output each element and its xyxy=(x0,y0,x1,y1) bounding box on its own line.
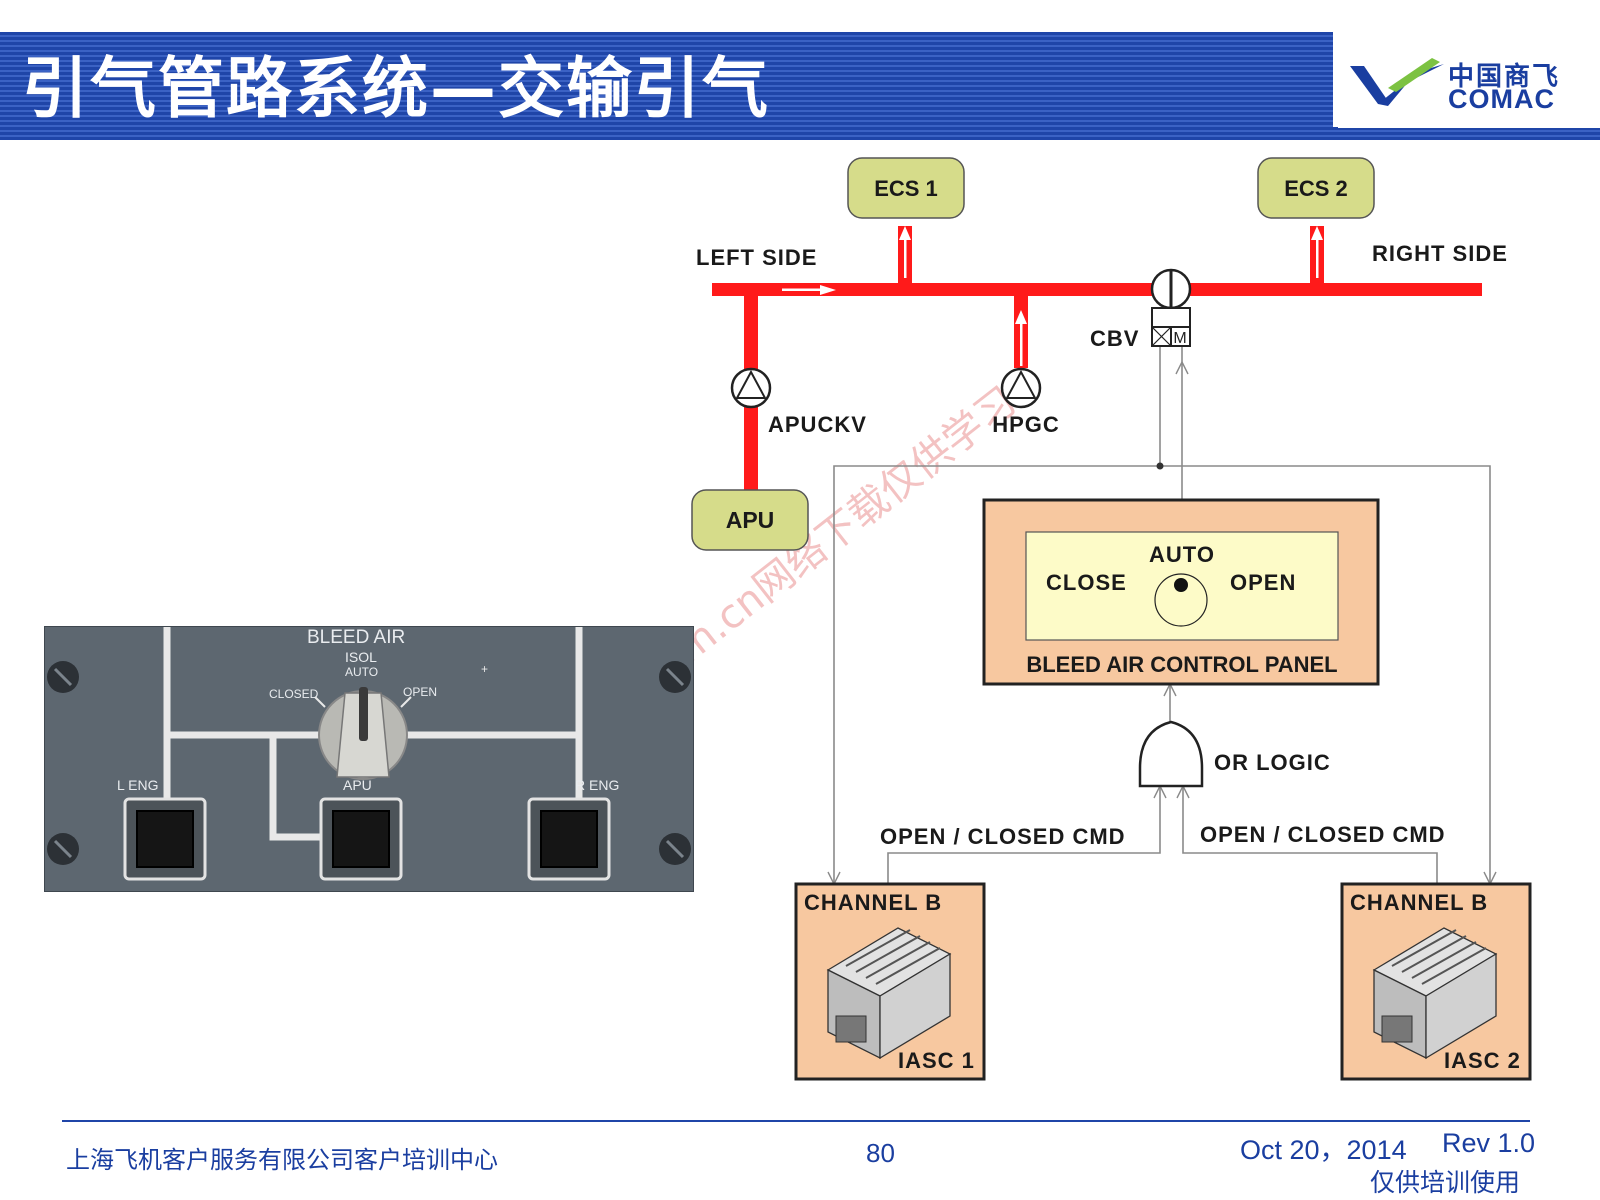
hpgc-valve xyxy=(1000,367,1042,409)
signal-lines xyxy=(833,344,1491,884)
cbv-label: CBV xyxy=(1090,326,1139,351)
svg-text:+: + xyxy=(481,662,488,676)
iasc2-computer-icon xyxy=(1372,927,1498,1060)
panel-apu-label: APU xyxy=(343,777,372,793)
left-side-label: LEFT SIDE xyxy=(696,245,817,270)
apu-box xyxy=(691,489,809,551)
l-eng-label: L ENG xyxy=(117,777,159,793)
cbv-valve: M xyxy=(1150,268,1192,347)
footer-usage-note: 仅供培训使用 xyxy=(1370,1168,1521,1197)
iasc2-label: IASC 2 xyxy=(1444,1048,1521,1073)
footer-date: Oct 20，2014 xyxy=(1240,1135,1407,1165)
footer-revision: Rev 1.0 xyxy=(1442,1128,1536,1158)
title-underline xyxy=(0,127,1600,140)
apu-label: APU xyxy=(726,507,775,533)
comac-logo: 中国商飞 COMAC xyxy=(1338,40,1600,128)
control-open-label: OPEN xyxy=(1230,570,1296,595)
logo-english-text: COMAC xyxy=(1448,84,1555,114)
title-bar xyxy=(0,32,1333,140)
panel-open-label: OPEN xyxy=(403,685,438,699)
r-eng-label: R ENG xyxy=(575,777,620,793)
apuckv-valve xyxy=(730,367,772,409)
control-close-label: CLOSE xyxy=(1046,570,1127,595)
ecs1-box xyxy=(847,157,965,219)
page-number: 80 xyxy=(866,1138,895,1168)
svg-text:M: M xyxy=(1173,330,1186,347)
cmd-right-label: OPEN / CLOSED CMD xyxy=(1200,822,1446,847)
iasc1-computer-icon xyxy=(826,927,952,1060)
hpgc-label: HPGC xyxy=(992,412,1060,437)
push-button-frames xyxy=(123,797,611,881)
footer-organization: 上海飞机客户服务有限公司客户培训中心 xyxy=(66,1146,498,1174)
junction-dot xyxy=(1156,462,1164,470)
comac-wing-icon xyxy=(1350,58,1444,106)
logo-chinese-text: 中国商飞 xyxy=(1448,62,1561,92)
panel-screw-icons xyxy=(47,661,691,865)
flow-arrows xyxy=(782,226,1323,366)
cmd-left-label: OPEN / CLOSED CMD xyxy=(880,824,1126,849)
selector-knob-icon xyxy=(1154,573,1208,627)
control-panel-title: BLEED AIR CONTROL PANEL xyxy=(1026,652,1337,677)
panel-auto-label: AUTO xyxy=(345,665,379,679)
ecs1-label: ECS 1 xyxy=(874,176,938,201)
r-eng-bleed-button[interactable] xyxy=(529,799,609,879)
right-side-label: RIGHT SIDE xyxy=(1372,241,1508,266)
rotary-knob-icon xyxy=(314,687,412,780)
bleed-air-panel: + BLEED AIR ISOL AUTO CLOSED OPEN L ENG … xyxy=(44,626,694,892)
panel-isol-label: ISOL xyxy=(345,649,377,665)
l-eng-bleed-button[interactable] xyxy=(125,799,205,879)
ecs2-label: ECS 2 xyxy=(1284,176,1348,201)
isol-selector-knob[interactable] xyxy=(319,691,407,779)
or-logic-label: OR LOGIC xyxy=(1214,750,1331,775)
iasc1-channel-label: CHANNEL B xyxy=(804,890,942,915)
iasc1-label: IASC 1 xyxy=(898,1048,975,1073)
apuckv-label: APUCKV xyxy=(768,412,867,437)
iasc2-channel-label: CHANNEL B xyxy=(1350,890,1488,915)
panel-graphics: + xyxy=(47,627,691,881)
apu-bleed-button[interactable] xyxy=(321,799,401,879)
panel-title: BLEED AIR xyxy=(307,627,406,648)
control-auto-label: AUTO xyxy=(1149,542,1215,567)
or-logic-gate-icon xyxy=(1138,720,1204,788)
page-title: 引气管路系统—交输引气 xyxy=(22,50,770,127)
ecs2-box xyxy=(1257,157,1375,219)
bleed-pipes xyxy=(712,226,1482,490)
footer-divider xyxy=(62,1120,1530,1122)
panel-closed-label: CLOSED xyxy=(269,687,319,701)
